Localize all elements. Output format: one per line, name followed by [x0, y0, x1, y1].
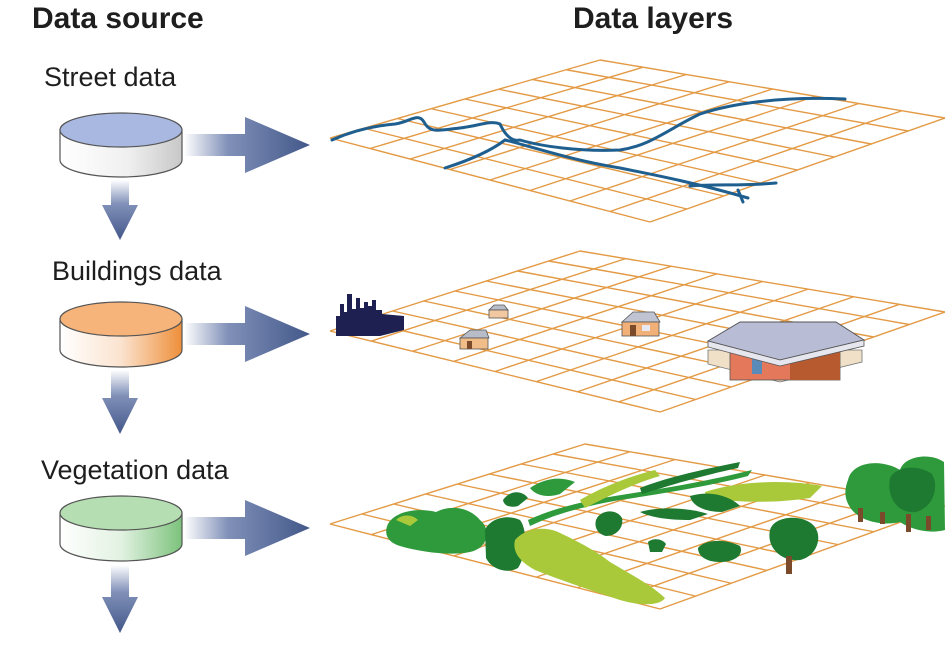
vegetation-data-label: Vegetation data: [41, 455, 229, 485]
house-icon: [458, 329, 490, 350]
tree-icon: [845, 456, 945, 532]
grid-line: [532, 78, 872, 145]
buildings-data-label: Buildings data: [52, 256, 222, 286]
grid-line: [536, 288, 809, 383]
buildings-database-icon: [59, 301, 183, 368]
grid-line: [548, 260, 910, 326]
street-data-label: Street data: [44, 62, 177, 92]
grid-line: [609, 110, 903, 213]
house-icon: [488, 304, 509, 319]
right-arrow-icon: [184, 306, 310, 362]
grid-line: [498, 88, 835, 158]
grid-line: [579, 250, 945, 313]
down-arrow-icon: [102, 180, 138, 240]
grid-line: [618, 497, 901, 600]
data-layers-heading: Data layers: [573, 2, 734, 35]
street-lines: [330, 96, 847, 204]
down-arrow-icon: [102, 565, 138, 633]
factory-icon: [336, 294, 404, 336]
house-icon: [620, 311, 661, 337]
vegetation-database-icon: [59, 495, 183, 562]
data-source-heading: Data source: [32, 2, 204, 35]
grid-line: [599, 59, 945, 119]
grid-line: [566, 69, 909, 132]
right-arrow-icon: [184, 500, 310, 556]
grid-line: [529, 95, 816, 192]
grid-line: [649, 117, 945, 223]
down-arrow-icon: [102, 370, 138, 434]
grid-line: [489, 88, 773, 181]
grid-line: [569, 102, 859, 202]
street-layer-grid: [329, 59, 945, 223]
warehouse-icon: [706, 321, 866, 383]
street-database-icon: [59, 112, 183, 178]
right-arrow-icon: [184, 117, 310, 173]
tree-icon: [769, 517, 819, 574]
vegetation-patches: [386, 462, 822, 605]
